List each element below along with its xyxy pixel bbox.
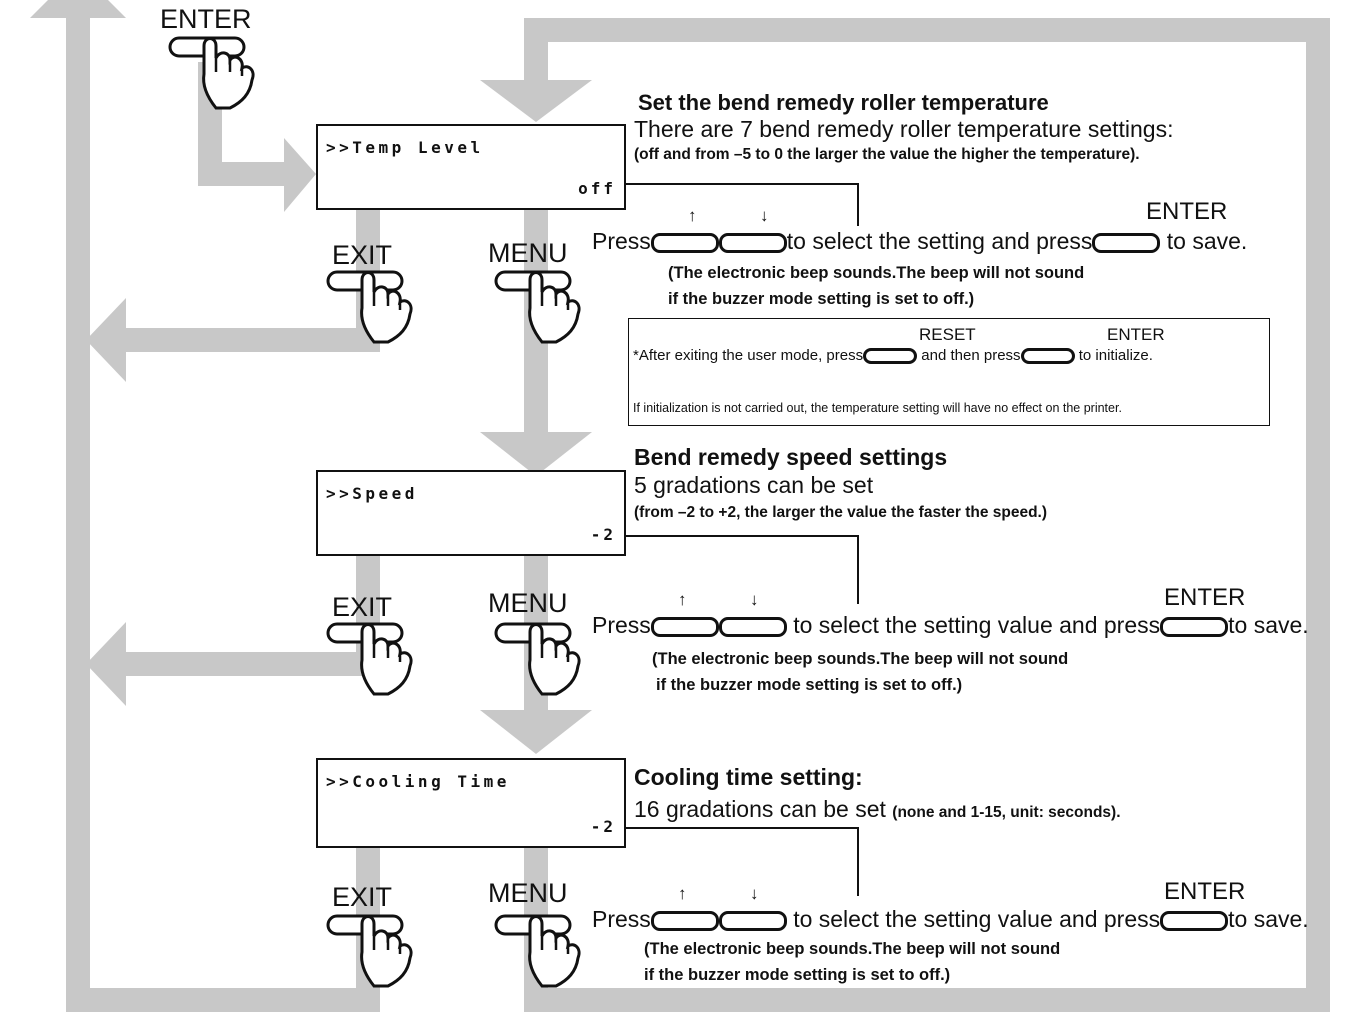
section-desc: There are 7 bend remedy roller temperatu… (634, 116, 1174, 142)
down-arrow-icon: ↓ (760, 206, 769, 225)
enter-key (1160, 616, 1229, 637)
menu-button-label: MENU (488, 238, 568, 268)
lcd-temp-level: >>Temp Level off (316, 124, 626, 210)
menu-button-label: MENU (488, 588, 568, 618)
lcd-line1: >>Temp Level (326, 138, 484, 157)
section-desc-line: 16 gradations can be set (none and 1-15,… (634, 796, 1121, 823)
up-arrow-icon: ↑ (678, 590, 687, 609)
up-arrow-icon: ↑ (688, 206, 697, 225)
enter-button-label-top: ENTER (160, 4, 252, 34)
enter-key (1092, 232, 1161, 253)
section-sub: (none and 1-15, unit: seconds). (892, 804, 1121, 821)
press-instruction: Press to select the setting value and pr… (592, 906, 1309, 933)
press-mid: to select the setting value and press (793, 612, 1161, 638)
lcd-line2: off (574, 179, 616, 198)
press-end: to save. (1228, 612, 1309, 638)
beep-note-line1: (The electronic beep sounds.The beep wil… (644, 940, 1061, 958)
press-mid: to select the setting and press (786, 228, 1093, 254)
menu-button-label: MENU (488, 878, 568, 908)
beep-note-line2: if the buzzer mode setting is set to off… (668, 290, 975, 308)
info-line1: *After exiting the user mode, press and … (633, 347, 1153, 365)
lcd-speed: >>Speed -2 (316, 470, 626, 556)
down-key (718, 616, 787, 637)
beep-note-line1: (The electronic beep sounds.The beep wil… (652, 650, 1069, 668)
exit-button-label: EXIT (332, 592, 393, 622)
beep-note-line2: if the buzzer mode setting is set to off… (656, 676, 963, 694)
up-key (650, 616, 719, 637)
press-mid: to select the setting value and press (793, 906, 1161, 932)
down-key (718, 910, 787, 931)
reset-key-label: RESET (919, 325, 976, 344)
info-line1-c: to initialize. (1078, 347, 1153, 364)
down-key (718, 232, 787, 253)
lcd-line2: -2 (586, 817, 616, 836)
reset-key (863, 348, 918, 365)
enter-key-label: ENTER (1164, 878, 1246, 905)
lcd-line1: >>Speed (326, 484, 418, 503)
press-label: Press (592, 906, 651, 932)
press-instruction: Press to select the setting and press to … (592, 228, 1247, 255)
exit-button-label: EXIT (332, 882, 393, 912)
exit-button-label: EXIT (332, 240, 393, 270)
down-arrow-icon: ↓ (750, 590, 759, 609)
section-title: Set the bend remedy roller temperature (638, 90, 1049, 115)
enter-key-label: ENTER (1146, 198, 1228, 225)
lcd-line1: >>Cooling Time (326, 772, 510, 791)
press-label: Press (592, 228, 651, 254)
initialize-info-box: RESET ENTER *After exiting the user mode… (628, 318, 1270, 426)
press-instruction: Press to select the setting value and pr… (592, 612, 1309, 639)
up-arrow-icon: ↑ (678, 884, 687, 903)
lcd-cooling-time: >>Cooling Time -2 (316, 758, 626, 848)
section-sub: (off and from –5 to 0 the larger the val… (634, 146, 1140, 163)
info-line2: If initialization is not carried out, th… (633, 401, 1122, 415)
press-label: Press (592, 612, 651, 638)
down-arrow-icon: ↓ (750, 884, 759, 903)
beep-note-line2: if the buzzer mode setting is set to off… (644, 966, 951, 984)
lcd-line2: -2 (586, 525, 616, 544)
info-line1-b: and then press (921, 347, 1021, 364)
enter-key-label: ENTER (1107, 325, 1165, 344)
section-desc: 5 gradations can be set (634, 472, 874, 498)
up-key (650, 232, 719, 253)
section-desc: 16 gradations can be set (634, 796, 886, 822)
section-sub: (from –2 to +2, the larger the value the… (634, 504, 1048, 521)
enter-key (1160, 910, 1229, 931)
section-title: Cooling time setting: (634, 764, 863, 790)
enter-key (1020, 348, 1075, 365)
press-end: to save. (1228, 906, 1309, 932)
info-line1-a: *After exiting the user mode, press (633, 347, 864, 364)
press-end: to save. (1166, 228, 1248, 254)
up-key (650, 910, 719, 931)
beep-note-line1: (The electronic beep sounds.The beep wil… (668, 264, 1085, 282)
enter-key-label: ENTER (1164, 584, 1246, 611)
section-title: Bend remedy speed settings (634, 444, 948, 470)
